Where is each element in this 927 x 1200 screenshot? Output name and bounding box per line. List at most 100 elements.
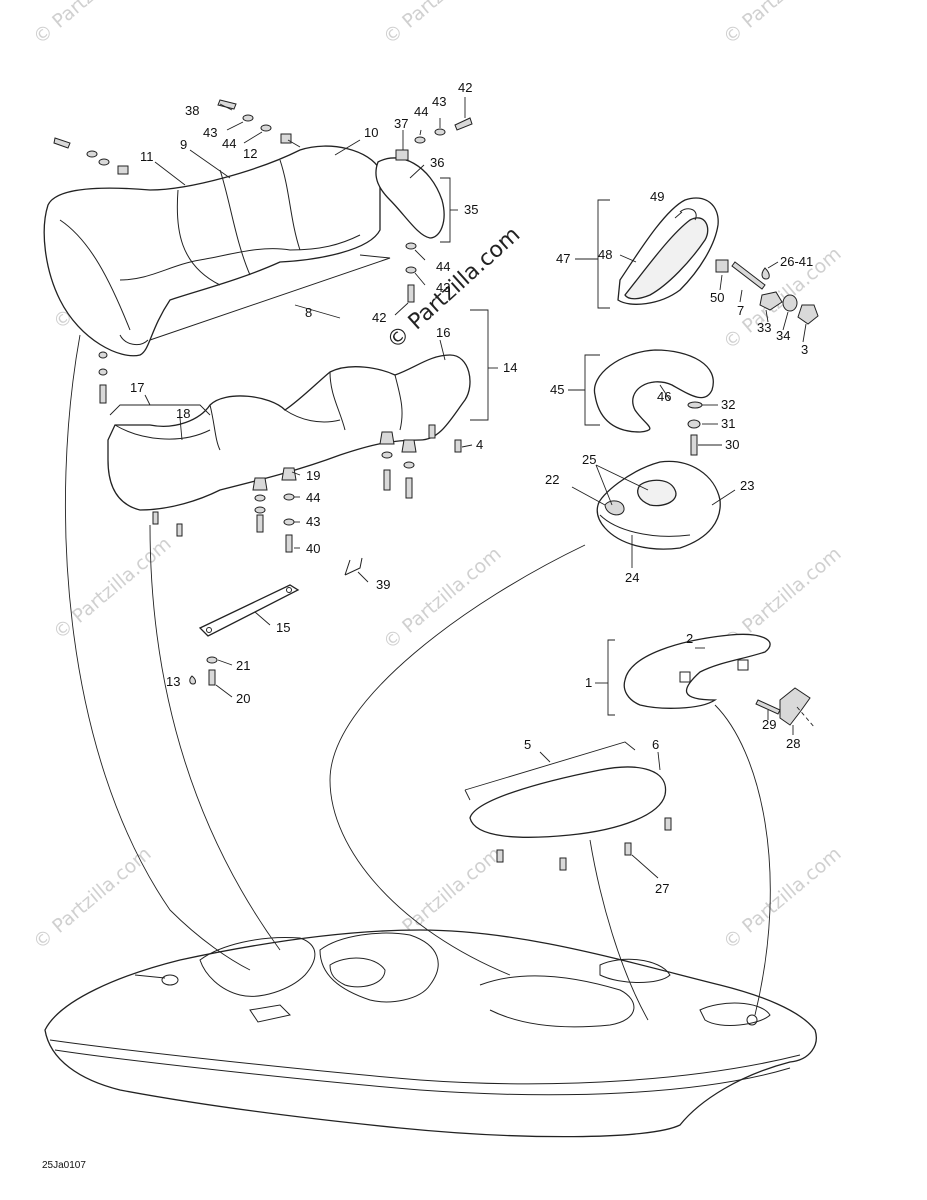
callout-25: 25	[582, 452, 596, 467]
callout-23: 23	[740, 478, 754, 493]
callout-42: 42	[372, 310, 386, 325]
washer-44	[405, 242, 417, 250]
spacer-37	[395, 149, 409, 161]
callout-12: 12	[243, 146, 257, 161]
bolt-42	[454, 117, 473, 131]
callout-27: 27	[655, 881, 669, 896]
spacer-50	[715, 259, 729, 273]
headrest-assembly	[584, 349, 714, 456]
callout-4: 4	[476, 437, 483, 452]
callout-45: 45	[550, 382, 564, 397]
callout-18: 18	[176, 406, 190, 421]
callout-29: 29	[762, 717, 776, 732]
callout-10: 10	[364, 125, 378, 140]
callout-30: 30	[725, 437, 739, 452]
backrest-assembly	[597, 197, 819, 325]
callout-31: 31	[721, 416, 735, 431]
callout-28: 28	[786, 736, 800, 751]
washer-44	[414, 136, 426, 144]
cap-nut-3	[797, 304, 819, 325]
leader-lines	[65, 97, 816, 1021]
callout-39: 39	[376, 577, 390, 592]
callout-3: 3	[801, 342, 808, 357]
bolt-42	[407, 284, 415, 303]
callout-15: 15	[276, 620, 290, 635]
callout-43: 43	[203, 125, 217, 140]
callout-38: 38	[185, 103, 199, 118]
seat-cover-assembly	[43, 99, 473, 404]
callout-44: 44	[306, 490, 320, 505]
boat-hull	[44, 929, 817, 1138]
callout-44: 44	[414, 104, 428, 119]
cushion-assembly	[464, 741, 672, 871]
callout-22: 22	[545, 472, 559, 487]
nut-33	[759, 291, 783, 311]
callout-43: 43	[436, 280, 450, 295]
washer	[98, 351, 108, 359]
callout-49: 49	[650, 189, 664, 204]
callout-8: 8	[305, 305, 312, 320]
clip-28	[779, 687, 811, 726]
callout-37: 37	[394, 116, 408, 131]
callout-6: 6	[652, 737, 659, 752]
drawing-code: 25Ja0107	[42, 1160, 86, 1171]
threadlock-icon	[761, 267, 770, 280]
callout-2: 2	[686, 631, 693, 646]
callout-44: 44	[436, 259, 450, 274]
callout-5: 5	[524, 737, 531, 752]
front-seat-assembly	[607, 633, 811, 726]
callout-46: 46	[657, 389, 671, 404]
callout-33: 33	[757, 320, 771, 335]
washer-43	[405, 266, 417, 274]
watermark-main: © Partzilla.com	[382, 222, 525, 354]
washer-43	[434, 128, 446, 136]
washer-43	[242, 114, 254, 122]
washer	[86, 150, 98, 158]
strap-15	[198, 584, 300, 637]
callout-43: 43	[432, 94, 446, 109]
callout-35: 35	[464, 202, 478, 217]
callout-13: 13	[166, 674, 180, 689]
callout-20: 20	[236, 691, 250, 706]
watermark: © Partzilla.com	[719, 843, 845, 954]
callout-43: 43	[306, 514, 320, 529]
watermark: © Partzilla.com	[379, 543, 505, 654]
washer-34	[782, 294, 798, 312]
watermark: © Partzilla.com	[49, 533, 175, 644]
callout-9: 9	[180, 137, 187, 152]
washer	[98, 368, 108, 376]
callout-47: 47	[556, 251, 570, 266]
callout-24: 24	[625, 570, 639, 585]
callout-1: 1	[585, 675, 592, 690]
spacer-12	[280, 133, 292, 144]
callout-44: 44	[222, 136, 236, 151]
spacer	[117, 165, 129, 175]
callout-21: 21	[236, 658, 250, 673]
callout-26-41: 26-41	[780, 254, 813, 269]
watermark: © Partzilla.com	[29, 843, 155, 954]
stud-7	[731, 261, 766, 290]
watermark: © Partzilla.com	[719, 0, 845, 49]
washer-44	[260, 124, 272, 132]
watermark: © Partzilla.com	[29, 0, 155, 49]
callout-14: 14	[503, 360, 517, 375]
strap-assembly	[189, 557, 363, 686]
watermark: © Partzilla.com	[379, 0, 505, 49]
callout-50: 50	[710, 290, 724, 305]
screw-29	[755, 699, 781, 715]
callout-19: 19	[306, 468, 320, 483]
seat-base-assembly	[107, 309, 489, 553]
callout-36: 36	[430, 155, 444, 170]
bolt-38	[217, 99, 237, 110]
callout-34: 34	[776, 328, 790, 343]
callout-40: 40	[306, 541, 320, 556]
washer	[98, 158, 110, 166]
callout-32: 32	[721, 397, 735, 412]
callout-16: 16	[436, 325, 450, 340]
callout-17: 17	[130, 380, 144, 395]
bolt	[53, 137, 71, 149]
callout-11: 11	[140, 149, 154, 164]
callout-42: 42	[458, 80, 472, 95]
bolt	[99, 384, 107, 404]
